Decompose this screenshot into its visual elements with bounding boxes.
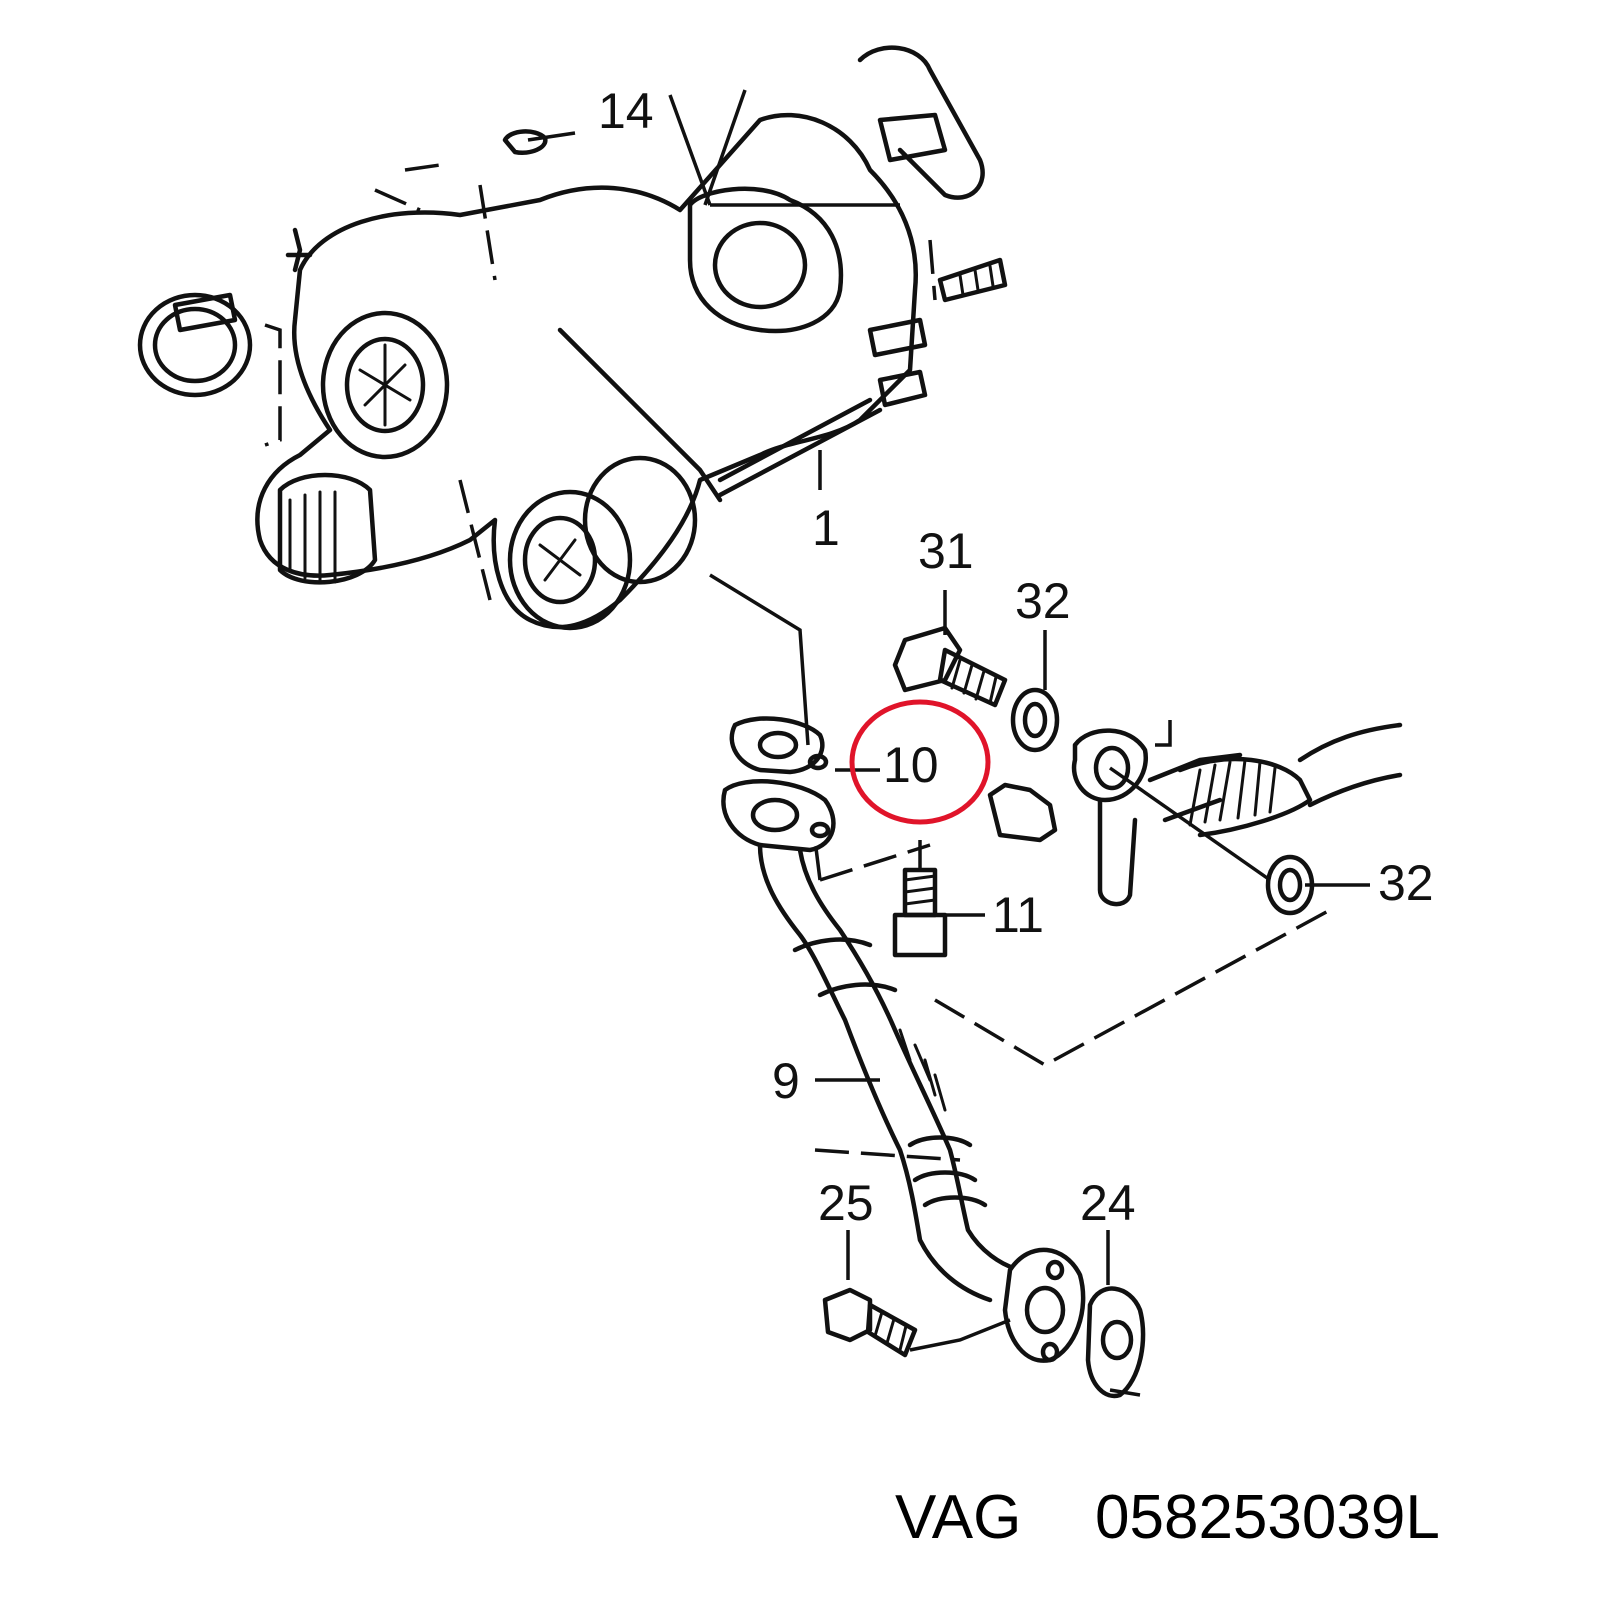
banjo-bolt-illustration	[892, 625, 1008, 708]
callout-25: 25	[818, 1175, 874, 1231]
callout-14: 14	[598, 83, 654, 139]
callout-31: 31	[918, 523, 974, 579]
caption-brand: VAG	[895, 1483, 1021, 1552]
callout-1: 1	[812, 500, 840, 556]
turbocharger-illustration	[137, 45, 1008, 631]
assembly-bracket-pipe	[814, 1148, 961, 1162]
bolt-11-illustration	[892, 840, 948, 958]
callout-24: 24	[1080, 1175, 1136, 1231]
callout-11: 11	[992, 887, 1044, 943]
caption-part-number: 058253039L	[1095, 1483, 1440, 1552]
callout-32-lower: 32	[1378, 855, 1434, 911]
assembly-bracket-lower	[813, 839, 1331, 1068]
callout-32-upper: 32	[1015, 573, 1071, 629]
highlight-circle	[849, 699, 991, 825]
leader-lines	[527, 89, 1370, 1285]
callout-9: 9	[772, 1053, 800, 1109]
oil-supply-banjo-union-illustration	[987, 720, 1403, 907]
oil-return-pipe-illustration	[721, 716, 1146, 1399]
callout-10: 10	[883, 737, 939, 793]
sealing-ring-upper-illustration	[1010, 687, 1060, 753]
